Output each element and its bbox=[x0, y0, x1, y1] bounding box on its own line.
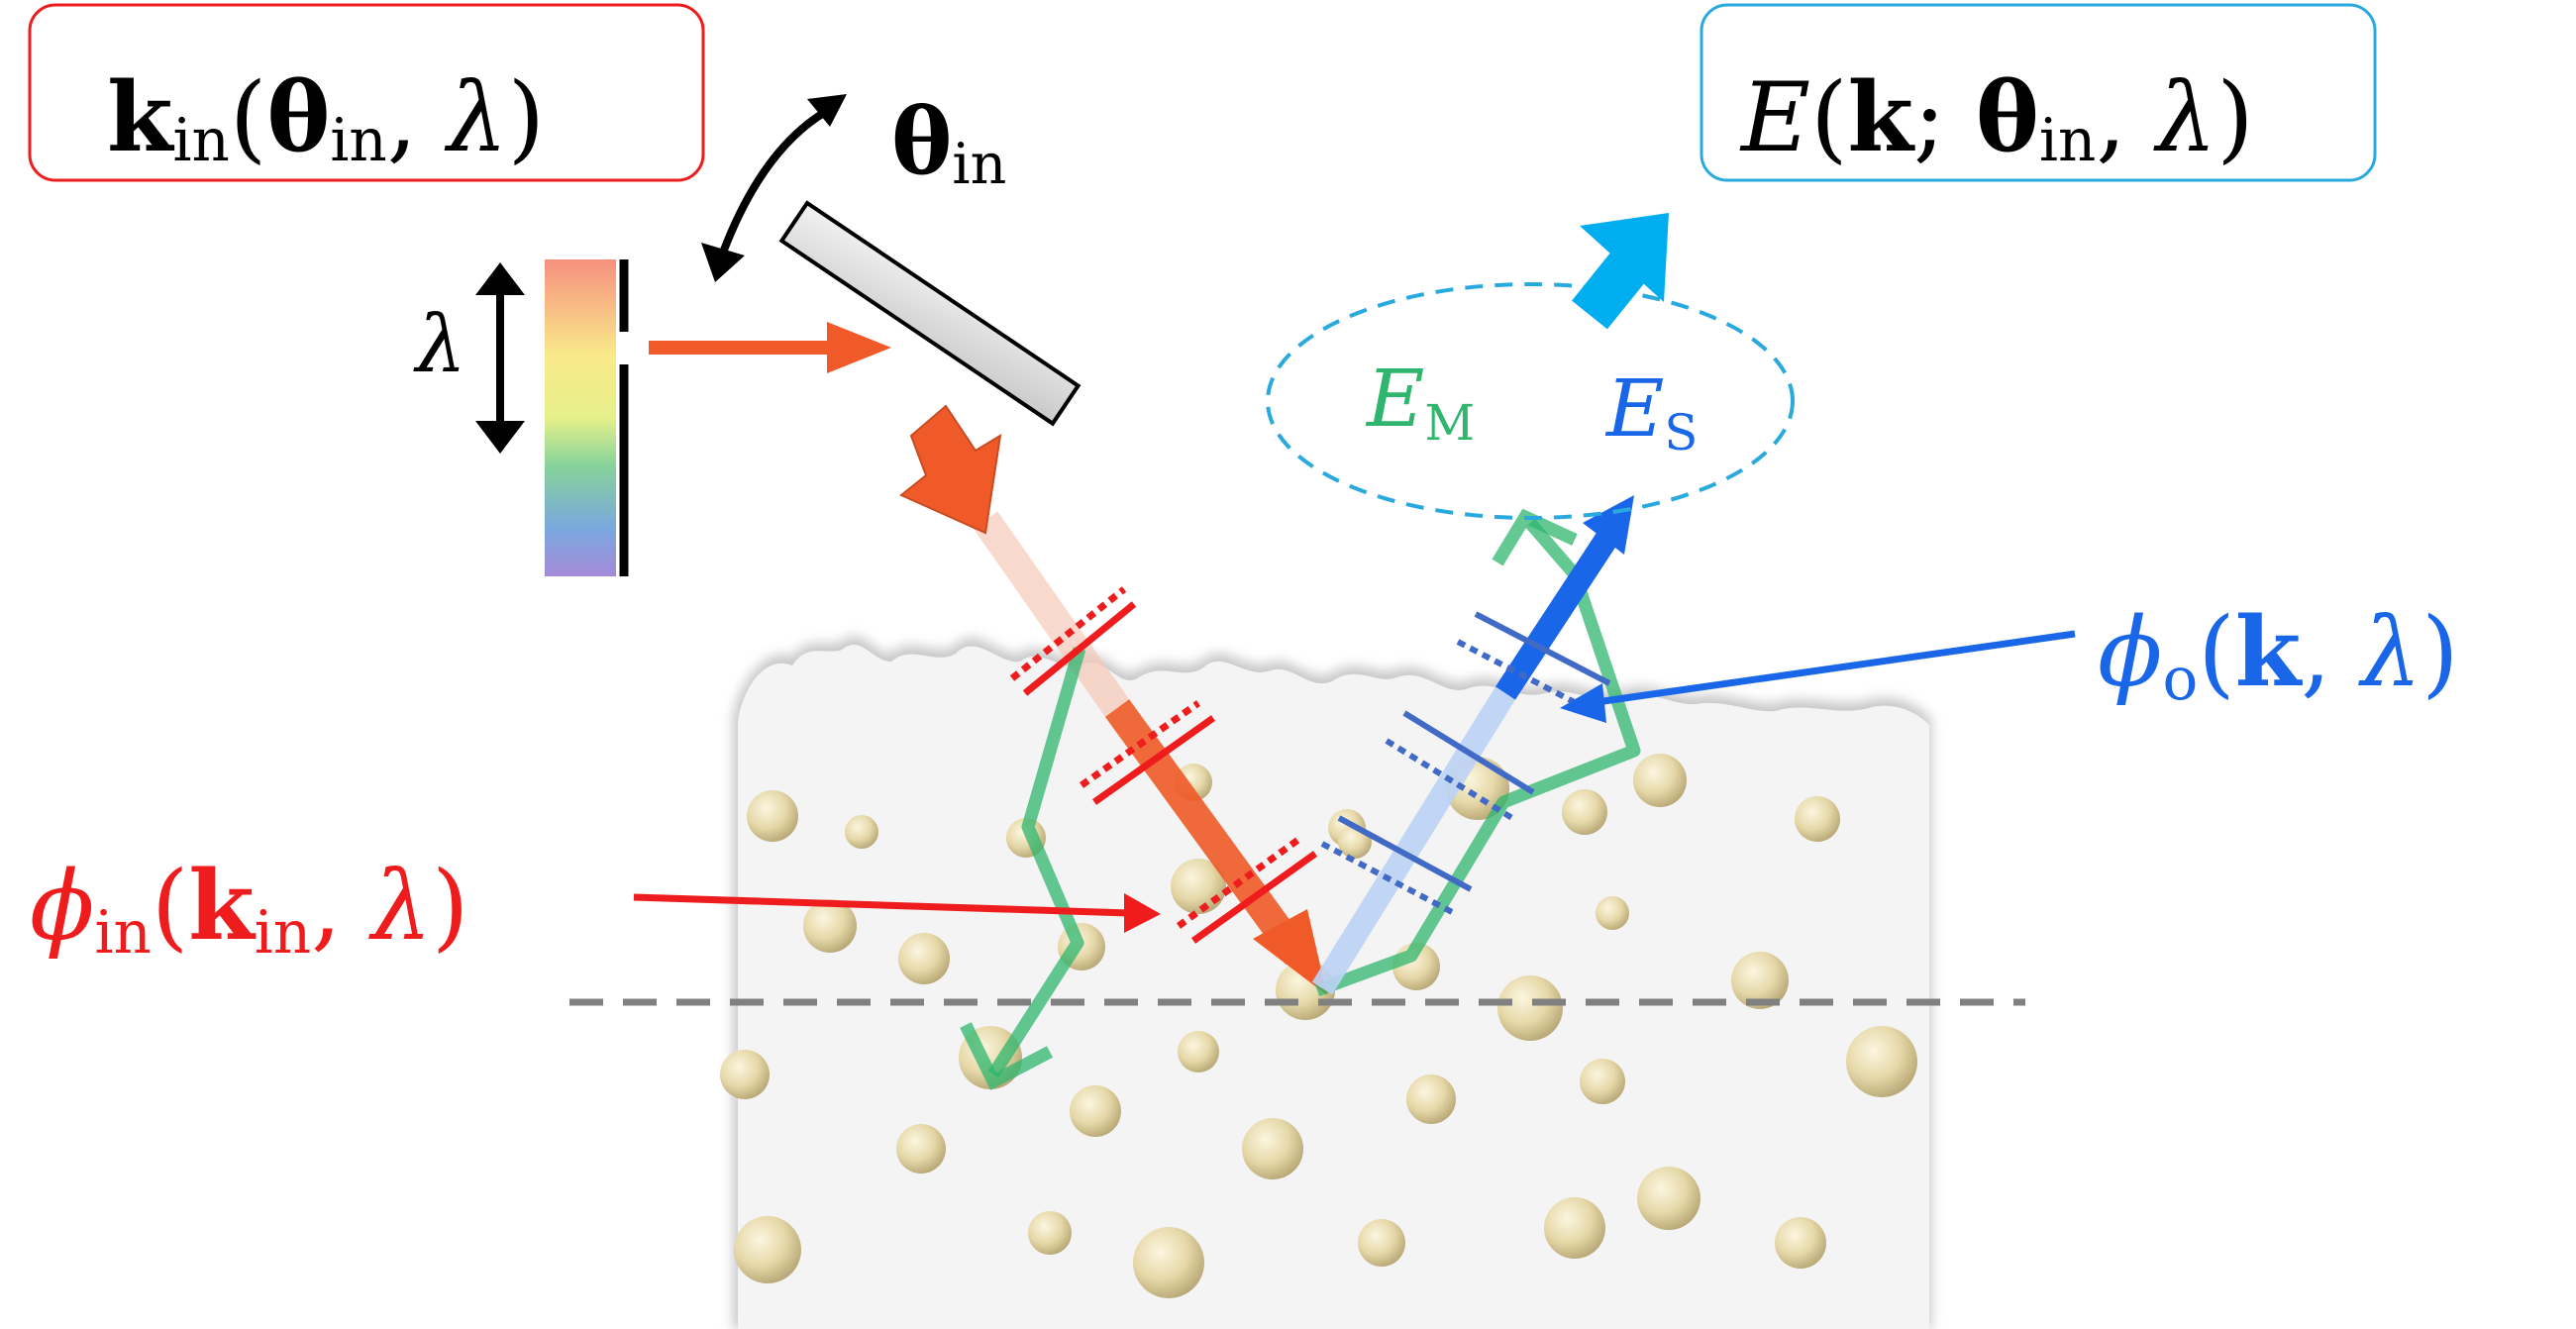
wavelength-sweep-arrow bbox=[475, 262, 525, 454]
particle bbox=[1795, 796, 1840, 842]
input-phase-pointer-head bbox=[1124, 893, 1161, 933]
particle bbox=[1242, 1118, 1303, 1179]
spectrum-bar bbox=[545, 259, 616, 576]
particle bbox=[1178, 1031, 1219, 1073]
incidence-angle-label: θin bbox=[891, 88, 1006, 197]
particle bbox=[845, 815, 878, 849]
output-phase-pointer bbox=[1589, 630, 2076, 707]
particle bbox=[1133, 1227, 1204, 1298]
detection-region bbox=[1266, 282, 1795, 520]
input-field-box bbox=[28, 3, 705, 182]
input-wavevector-label: kin(θin, λ) bbox=[107, 61, 545, 175]
particle bbox=[1731, 952, 1789, 1009]
multiple-scattering-field-label: EM bbox=[1365, 353, 1475, 452]
particle bbox=[1580, 1059, 1625, 1104]
angle-rotation-arrow bbox=[719, 107, 830, 255]
particles bbox=[720, 754, 1917, 1298]
input-phase-label: ϕin(kin, λ) bbox=[30, 850, 468, 968]
particle bbox=[1406, 1074, 1456, 1124]
angle-arrowhead-upper bbox=[807, 94, 847, 127]
particle bbox=[1633, 754, 1687, 807]
particle bbox=[1497, 975, 1563, 1041]
detection-arrow bbox=[1572, 213, 1669, 330]
particle bbox=[898, 933, 950, 984]
particle bbox=[1544, 1197, 1605, 1259]
particle bbox=[734, 1216, 801, 1283]
particle bbox=[1562, 789, 1607, 835]
particle bbox=[1358, 1219, 1405, 1267]
multiple-scattering-path bbox=[987, 518, 1641, 1078]
scanning-mirror bbox=[778, 200, 1082, 427]
reflected-beam-arrowhead bbox=[899, 404, 1002, 535]
incident-beam bbox=[973, 511, 1327, 995]
particle bbox=[1070, 1085, 1121, 1137]
output-field-box bbox=[1700, 3, 2377, 182]
particle bbox=[720, 1050, 770, 1099]
particle bbox=[1596, 896, 1629, 930]
angle-arrowhead-lower bbox=[701, 243, 745, 282]
particle bbox=[747, 790, 798, 842]
single-scattering-field-label: ES bbox=[1604, 362, 1698, 461]
particle bbox=[1846, 1026, 1917, 1097]
particle bbox=[1028, 1211, 1072, 1255]
input-wavefronts bbox=[1009, 586, 1318, 944]
particle bbox=[803, 899, 857, 953]
wavelength-label: λ bbox=[413, 298, 466, 390]
particle bbox=[1637, 1167, 1700, 1230]
source-beam-arrowhead bbox=[827, 322, 891, 373]
particle bbox=[1775, 1217, 1826, 1269]
light-source bbox=[545, 259, 891, 576]
particle bbox=[896, 1124, 946, 1174]
multiple-scattering-arrowhead bbox=[960, 1022, 1054, 1090]
output-phase-pointer-head bbox=[1560, 683, 1606, 723]
output-wavefronts bbox=[1320, 611, 1611, 916]
output-phase-label: ϕo(k, λ) bbox=[2098, 596, 2459, 714]
input-phase-pointer bbox=[633, 893, 1130, 917]
output-field-label: E(k; θin, λ) bbox=[1739, 61, 2254, 175]
